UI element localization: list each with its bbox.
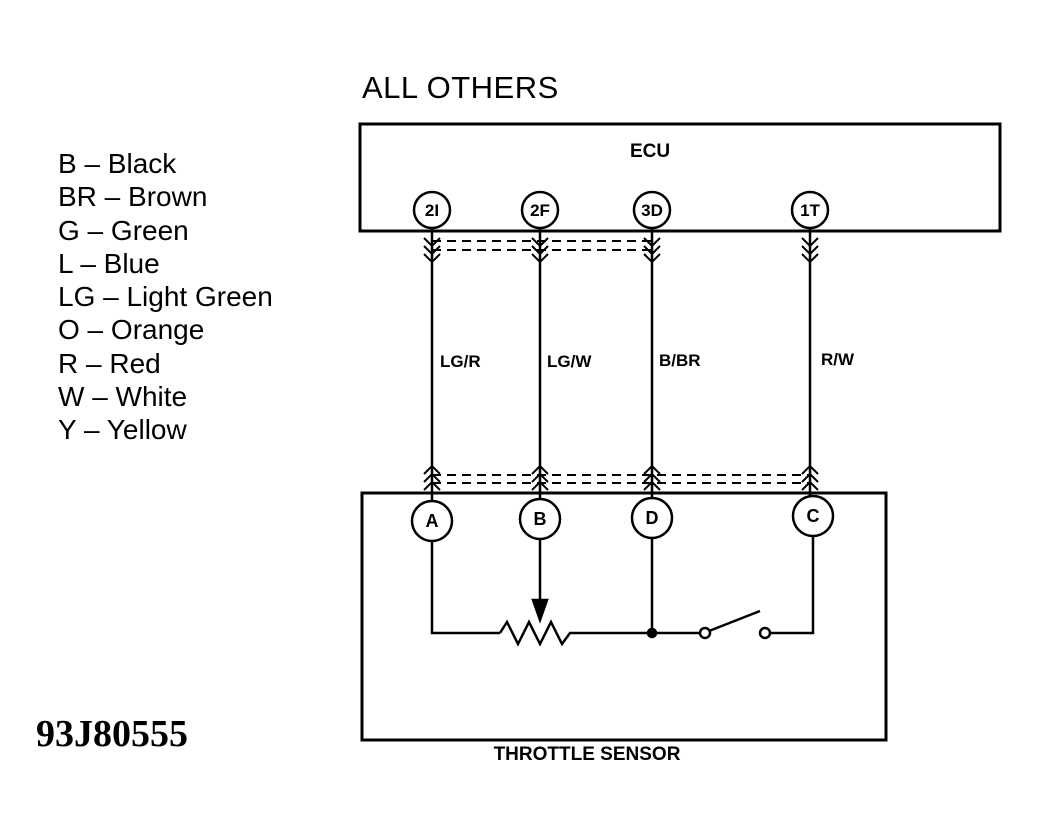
legend-item-red: R – Red — [58, 347, 161, 379]
ecu-pin-2i — [412, 190, 452, 230]
switch-blade-icon — [708, 609, 761, 633]
ecu-pin-label-2i: 2I — [425, 201, 439, 220]
shield-bottom — [432, 474, 810, 484]
ecu-pin-label-2f: 2F — [530, 201, 550, 220]
ecu-pins — [412, 190, 830, 230]
legend-item-yellow: Y – Yellow — [58, 414, 187, 446]
resistor-icon — [498, 619, 652, 647]
ecu-box — [358, 122, 1002, 233]
wiper-arrow-icon — [531, 598, 549, 624]
sensor-pins — [410, 494, 835, 543]
circuit-wire-a — [430, 541, 500, 635]
legend-item-green: G – Green — [58, 214, 189, 246]
throttle-sensor-box — [360, 491, 888, 742]
wire-label-r-w: R/W — [821, 350, 855, 369]
wire-label-lg-w: LG/W — [547, 352, 592, 371]
sensor-pin-label-b: B — [534, 509, 547, 529]
sensor-pin-label-a: A — [426, 511, 439, 531]
diagram-title: ALL OTHERS — [362, 70, 559, 105]
sensor-pin-label-c: C — [807, 506, 820, 526]
ecu-pin-2f — [520, 190, 560, 230]
legend-item-blue: L – Blue — [58, 247, 160, 279]
sensor-circuit — [430, 536, 815, 647]
wire-label-lg-r: LG/R — [440, 352, 481, 371]
legend-item-orange: O – Orange — [58, 314, 205, 346]
sensor-connector-chevrons — [423, 464, 819, 491]
legend-item-brown: BR – Brown — [58, 181, 208, 213]
ecu-pin-label-3d: 3D — [641, 201, 663, 220]
ecu-connector-chevrons — [423, 237, 819, 264]
circuit-wire-c — [770, 536, 815, 635]
figure-id: 93J80555 — [36, 713, 188, 755]
color-legend: B – Black BR – Brown G – Green L – Blue … — [58, 147, 273, 447]
switch-contact-left — [698, 626, 712, 640]
ecu-pin-label-1t: 1T — [800, 201, 820, 220]
legend-item-light-green: LG – Light Green — [58, 281, 273, 313]
ecu-pin-3d — [632, 190, 672, 230]
ecu-pin-1t — [790, 190, 830, 230]
wire-label-b-br: B/BR — [659, 351, 701, 370]
throttle-sensor-label: THROTTLE SENSOR — [494, 744, 681, 765]
legend-item-white: W – White — [58, 381, 188, 413]
shield-top — [432, 240, 652, 251]
sensor-pin-label-d: D — [646, 508, 659, 528]
switch-contact-right — [758, 626, 772, 640]
ecu-label: ECU — [630, 141, 670, 162]
legend-item-black: B – Black — [58, 148, 177, 179]
